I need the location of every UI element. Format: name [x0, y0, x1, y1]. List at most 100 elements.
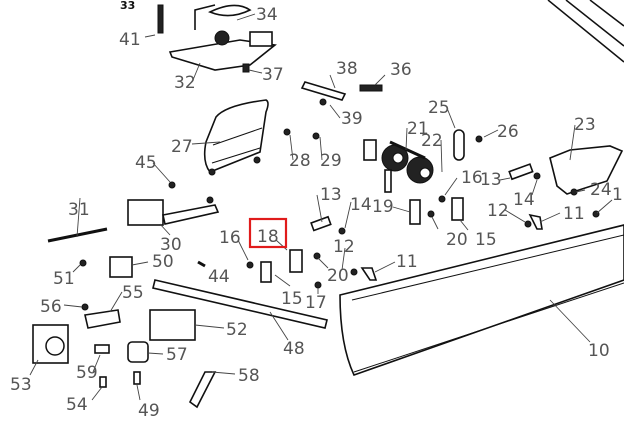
leader-line	[531, 179, 538, 196]
leader-line	[289, 134, 294, 161]
callout-label: 24	[590, 180, 612, 200]
screw-icon	[246, 261, 254, 269]
callout-label: 12	[333, 237, 355, 257]
callout-label: 25	[428, 98, 450, 118]
callout-label: 55	[122, 283, 144, 303]
leader-line	[29, 359, 39, 376]
callout-label: 20	[327, 266, 349, 286]
leader-line	[569, 124, 576, 161]
callout-label: 44	[208, 267, 230, 287]
leader-line	[92, 354, 101, 373]
callout-label: 38	[336, 59, 358, 79]
screw-icon	[313, 252, 321, 260]
leader-line	[147, 352, 164, 355]
callout-label: 45	[135, 153, 157, 173]
leader-line	[152, 162, 171, 183]
callout-label: 37	[262, 65, 284, 85]
leader-line	[192, 62, 201, 81]
screw-icon	[350, 268, 358, 276]
leader-line	[504, 209, 526, 223]
leader-line	[144, 34, 156, 38]
screw-icon	[81, 303, 89, 311]
callout-label: 56	[40, 297, 62, 317]
leader-line	[374, 261, 396, 273]
callout-label: 51	[53, 269, 75, 289]
highlight-box	[248, 217, 288, 249]
callout-label: 50	[152, 252, 174, 272]
leader-line	[72, 264, 81, 273]
leader-line	[444, 177, 458, 196]
leader-line	[483, 129, 499, 138]
leader-line	[575, 189, 586, 193]
callout-label: 16	[461, 168, 483, 188]
leader-line	[329, 74, 336, 89]
callout-label: 53	[10, 375, 32, 395]
leader-line	[131, 261, 149, 266]
callout-label: 10	[588, 341, 610, 361]
leader-line	[316, 194, 323, 223]
leader-line	[76, 197, 81, 238]
leader-line	[499, 177, 511, 181]
callout-label: 58	[238, 366, 260, 386]
screw-icon	[475, 135, 483, 143]
callout-label: 22	[421, 131, 443, 151]
leader-line	[539, 212, 561, 223]
callout-label: 31	[68, 200, 90, 220]
leader-line	[440, 139, 443, 173]
leader-line	[549, 299, 591, 343]
leader-line	[91, 386, 103, 401]
callout-label: 48	[283, 339, 305, 359]
bracket-part	[549, 145, 624, 195]
screw-icon	[79, 259, 87, 267]
callout-label: 14	[350, 195, 372, 215]
callout-label: 28	[289, 151, 311, 171]
callout-label: 21	[407, 119, 429, 139]
callout-label: 41	[119, 30, 141, 50]
screw-icon	[427, 210, 435, 218]
small-parts	[109, 163, 543, 283]
callout-label: 15	[281, 289, 303, 309]
callout-label: 13	[480, 170, 502, 190]
callout-label: 13	[320, 185, 342, 205]
screw-icon	[168, 181, 176, 189]
leader-line	[317, 257, 329, 269]
screw-icon	[338, 227, 346, 235]
callout-label: 16	[219, 228, 241, 248]
mount-bracket-part	[127, 199, 220, 226]
screw-icon	[283, 128, 291, 136]
callout-label: 23	[574, 115, 596, 135]
leader-line	[191, 141, 221, 145]
callout-label: 11	[563, 204, 585, 224]
leader-line	[405, 127, 408, 151]
base-plate-part	[157, 4, 277, 73]
leader-line	[596, 199, 613, 214]
lever-part	[300, 81, 383, 106]
callout-label: 20	[446, 230, 468, 250]
screw-icon	[533, 172, 541, 180]
leader-line	[236, 13, 256, 21]
callout-label: 32	[174, 73, 196, 93]
callout-label: 33	[120, 0, 135, 12]
lower-parts	[32, 309, 217, 409]
leader-line	[269, 311, 289, 341]
leader-line	[459, 219, 469, 231]
callout-label: 14	[513, 190, 535, 210]
callout-label: 17	[305, 293, 327, 313]
leader-line	[63, 304, 83, 308]
leader-line	[237, 239, 249, 261]
screw-icon	[312, 132, 320, 140]
leader-line	[275, 239, 288, 251]
leader-line	[392, 206, 411, 213]
leader-line	[344, 201, 352, 229]
callout-label: 59	[76, 363, 98, 383]
leader-line	[319, 136, 323, 161]
housing-part	[339, 224, 624, 376]
screw-icon	[438, 195, 446, 203]
rail-part	[547, 0, 624, 63]
leader-line	[109, 291, 123, 313]
callout-label: 34	[256, 5, 278, 25]
screw-parts	[79, 128, 600, 311]
